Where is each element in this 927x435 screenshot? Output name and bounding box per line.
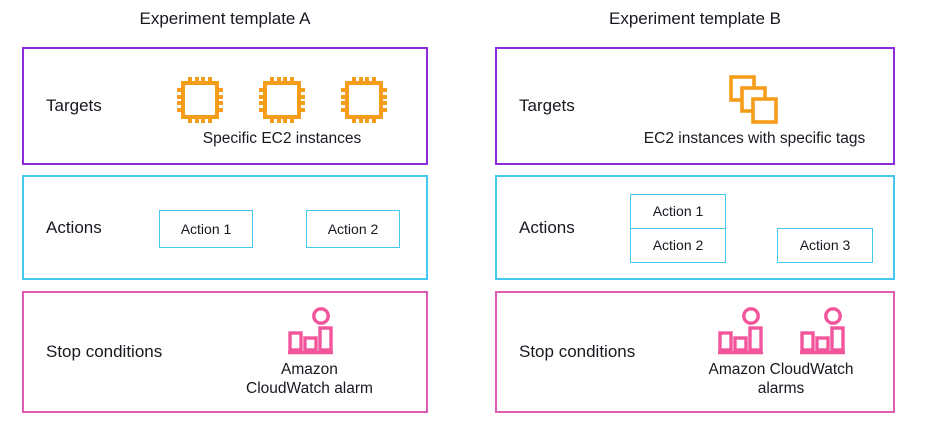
template-a-actions-section: Actions Action 1 Action 2 [22,175,428,280]
template-a-targets-content: Specific EC2 instances [144,49,420,163]
ec2-tags-icon [727,73,783,127]
template-a-targets-section: Targets [22,47,428,165]
template-b-action-1[interactable]: Action 1 [630,194,726,229]
template-a-title: Experiment template A [139,9,311,28]
template-b-action-2[interactable]: Action 2 [630,228,726,263]
ec2-tags-icon-row [727,65,783,127]
ec2-instance-icon [173,73,227,127]
template-b-stop-conditions-label: Stop conditions [519,342,636,361]
template-a-stop-caption: Amazon CloudWatch alarm [246,360,373,398]
template-a-stop-content: Amazon CloudWatch alarm [199,293,420,411]
template-b-actions-section: Actions Action 1 Action 2 Action 3 [495,175,895,280]
template-a-stop-caption-line1: Amazon [281,360,338,378]
template-a-stop-caption-line2: CloudWatch alarm [246,379,373,397]
template-b-targets-section: Targets EC2 instances with specific tags [495,47,895,165]
cloudwatch-alarm-icon [286,306,334,357]
ec2-instance-icon-row [173,65,391,127]
template-a-action-1[interactable]: Action 1 [159,210,253,248]
template-b-title: Experiment template B [609,9,781,28]
template-b-stop-conditions-section: Stop conditions [495,291,895,413]
cloudwatch-alarm-icon [798,306,846,357]
template-b-stop-caption-line1: Amazon CloudWatch [708,360,854,378]
template-b-actions-label: Actions [519,217,575,237]
cloudwatch-alarm-icon-row [716,306,846,357]
template-b-stop-caption: Amazon CloudWatch alarms [708,360,853,398]
template-a-actions-label: Actions [46,217,102,237]
ec2-instance-icon [337,73,391,127]
template-a-action-2[interactable]: Action 2 [306,210,400,248]
template-b-stop-content: Amazon CloudWatch alarms [675,293,887,411]
template-a-stop-conditions-section: Stop conditions Amazon [22,291,428,413]
template-a-targets-label: Targets [46,96,102,115]
template-b-action-3[interactable]: Action 3 [777,228,873,263]
experiment-template-b: Experiment template B [495,0,895,30]
template-a-stop-conditions-label: Stop conditions [46,342,163,361]
template-b-stop-caption-line2: alarms [757,379,805,397]
cloudwatch-alarm-icon-row [286,306,334,357]
ec2-instance-icon [255,73,309,127]
template-a-targets-caption: Specific EC2 instances [202,129,362,147]
template-b-targets-content: EC2 instances with specific tags [622,49,887,163]
experiment-template-a: Experiment template A [22,0,428,30]
template-b-targets-label: Targets [519,96,575,115]
cloudwatch-alarm-icon [716,306,764,357]
template-b-targets-caption: EC2 instances with specific tags [643,129,866,147]
